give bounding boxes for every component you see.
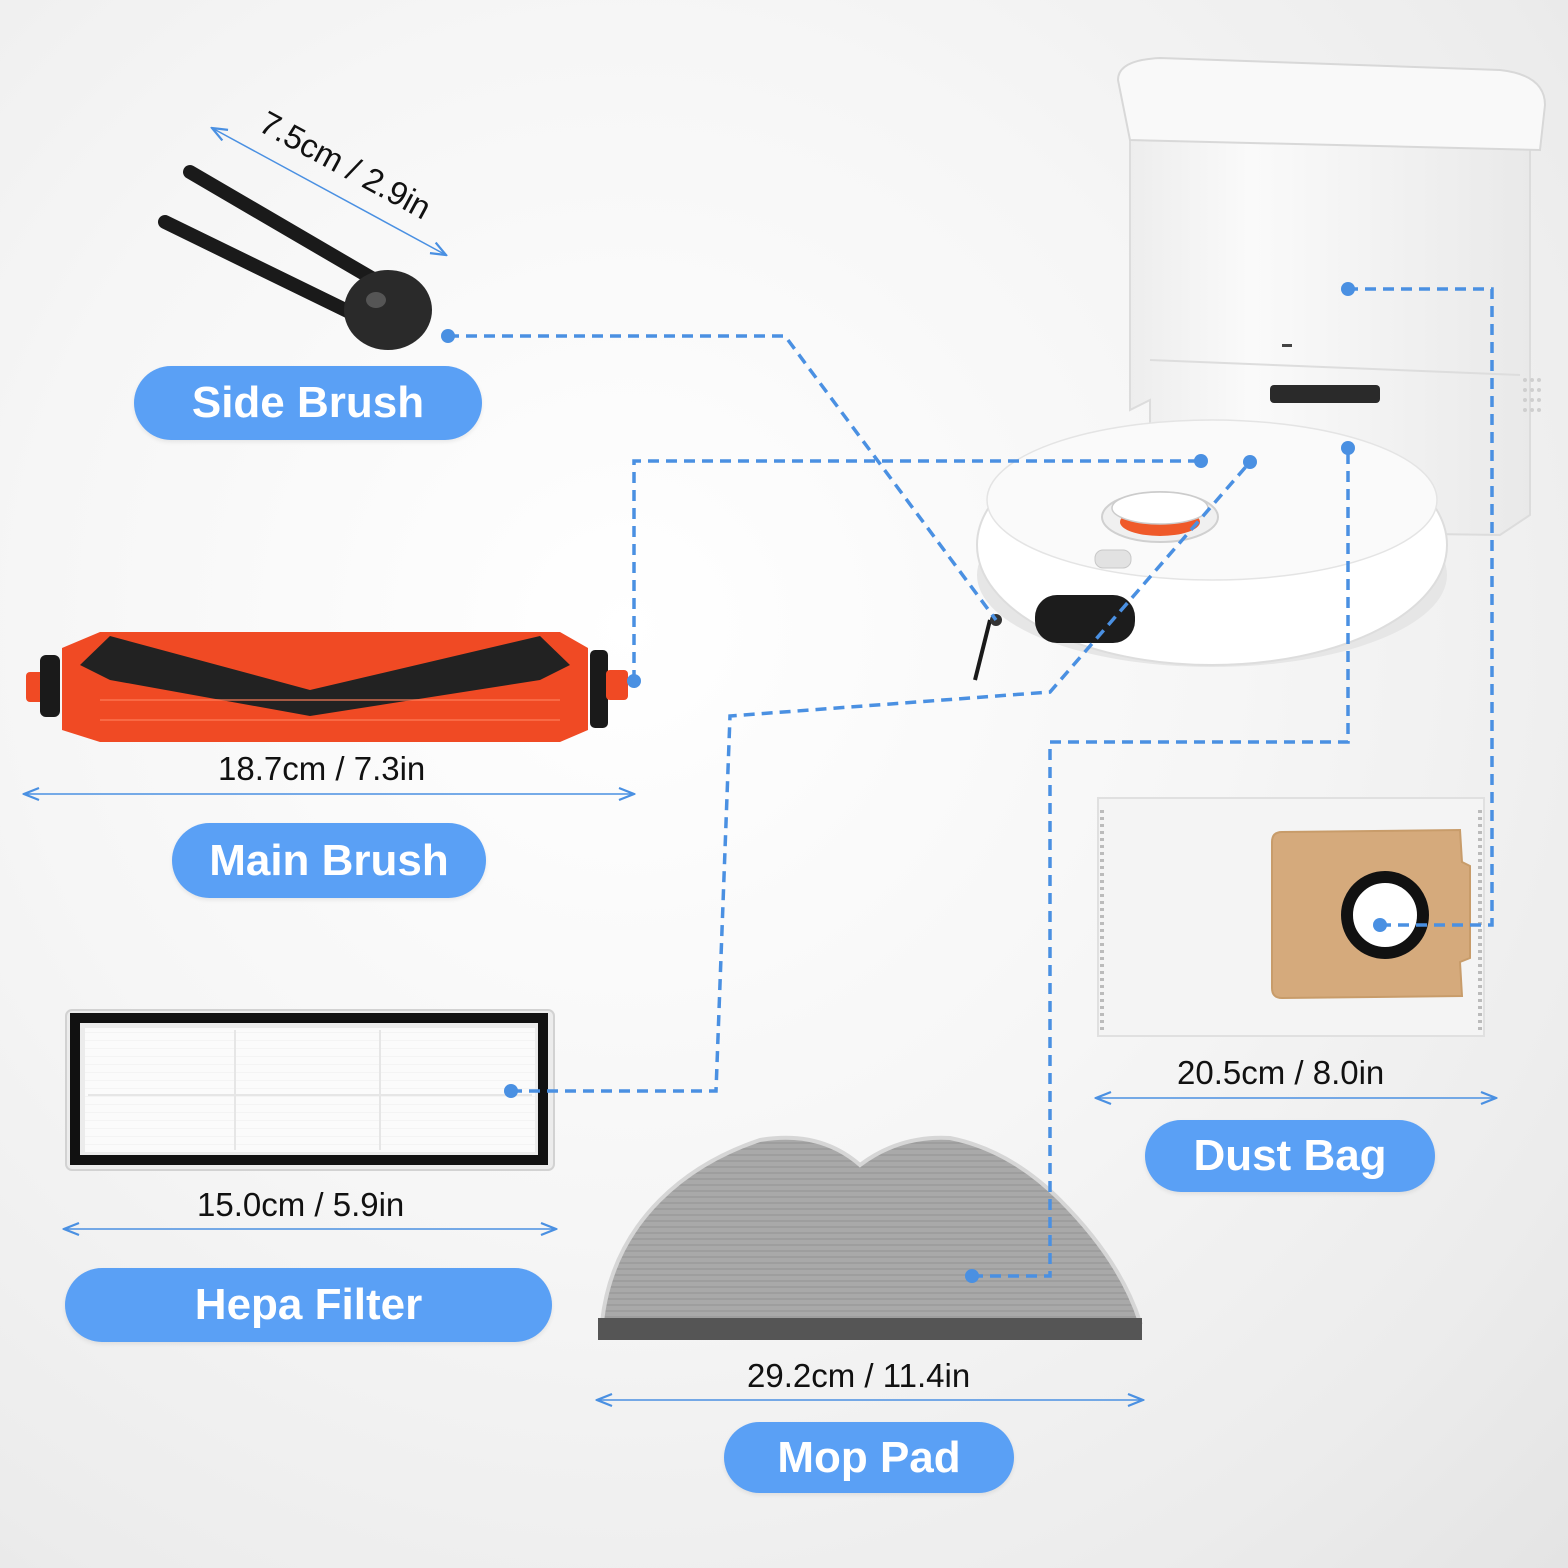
- main-brush-label: Main Brush: [172, 823, 486, 898]
- main-brush-image: [26, 632, 628, 742]
- dust-bag-label: Dust Bag: [1145, 1120, 1435, 1192]
- dust-bag-connector: [1348, 287, 1494, 927]
- hepa-filter-label: Hepa Filter: [65, 1268, 552, 1342]
- dust-bag-dimension: 20.5cm / 8.0in: [1177, 1054, 1385, 1091]
- hepa-filter-connector: [511, 460, 1252, 1093]
- mop-pad-connector: [972, 448, 1350, 1278]
- side-brush-label: Side Brush: [134, 366, 482, 440]
- mop-pad-label: Mop Pad: [724, 1422, 1014, 1493]
- connector-dots: [441, 282, 1387, 1283]
- mop-pad-dimension: 29.2cm / 11.4in: [747, 1357, 971, 1394]
- connector-lines: [448, 287, 1494, 1278]
- robot-vacuum-image: [973, 419, 1448, 681]
- dust-bag-image: [1097, 797, 1485, 1037]
- side-brush-connector: [448, 334, 998, 622]
- main-brush-connector: [632, 459, 1201, 681]
- hepa-filter-image: [65, 1009, 555, 1171]
- main-brush-dimension: 18.7cm / 7.3in: [218, 750, 426, 787]
- hepa-filter-dimension: 15.0cm / 5.9in: [197, 1186, 405, 1223]
- dimension-arrows: [24, 128, 1496, 1400]
- side-brush-dimension-arrow: [212, 128, 446, 255]
- mop-pad-image: [598, 1135, 1143, 1340]
